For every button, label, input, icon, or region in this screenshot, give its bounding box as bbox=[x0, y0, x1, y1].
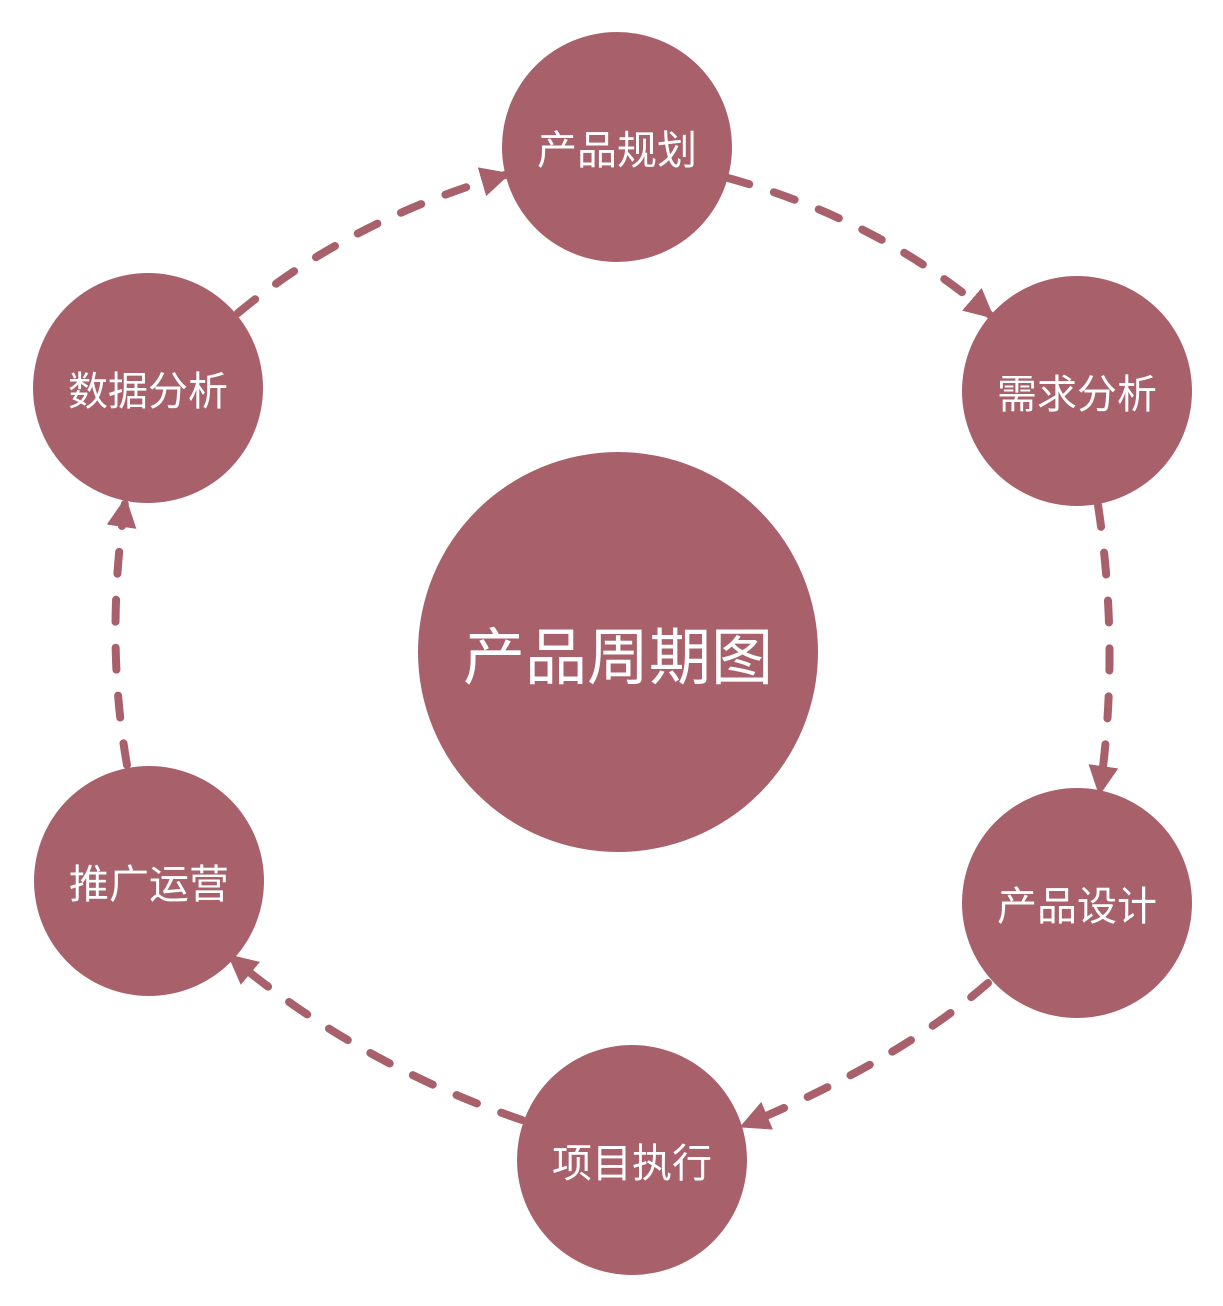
stage-label: 需求分析 bbox=[997, 372, 1157, 418]
connector-arrow-exec-ops bbox=[227, 954, 526, 1124]
stage-label: 推广运营 bbox=[69, 862, 229, 908]
center-label: 产品周期图 bbox=[462, 621, 773, 694]
connector-arrow-req-design bbox=[1088, 501, 1119, 796]
connector-arrow-design-exec bbox=[739, 979, 992, 1130]
stage-label: 项目执行 bbox=[552, 1141, 712, 1187]
stage-node-project-execution: 项目执行 bbox=[517, 1045, 747, 1275]
center-node: 产品周期图 bbox=[418, 452, 818, 852]
stage-label: 产品规划 bbox=[537, 128, 697, 174]
stage-node-product-planning: 产品规划 bbox=[502, 32, 732, 262]
connector-arrow-plan-req bbox=[724, 174, 995, 319]
stage-node-data-analysis: 数据分析 bbox=[33, 273, 263, 503]
stage-node-requirements-analysis: 需求分析 bbox=[962, 276, 1192, 506]
stage-node-product-design: 产品设计 bbox=[962, 788, 1192, 1018]
stage-label: 产品设计 bbox=[997, 884, 1157, 930]
connector-arrow-data-plan bbox=[234, 167, 511, 317]
stage-label: 数据分析 bbox=[68, 369, 228, 415]
connector-arrow-ops-data bbox=[106, 497, 137, 769]
stage-node-promotion-operations: 推广运营 bbox=[34, 766, 264, 996]
